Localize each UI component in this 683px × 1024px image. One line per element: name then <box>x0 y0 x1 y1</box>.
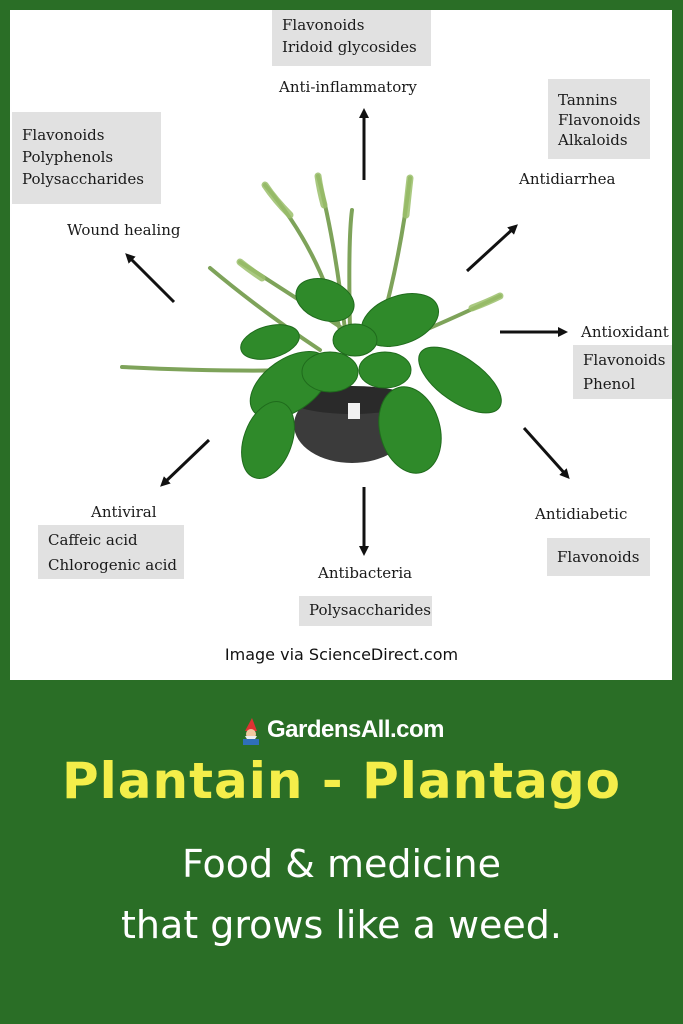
compound: Flavonoids <box>558 111 641 129</box>
compound-box-bottom: Polysaccharides <box>299 596 432 626</box>
effect-label-bottom: Antibacteria <box>318 564 413 582</box>
compound-box-right: Flavonoids Phenol <box>573 345 672 399</box>
arrow-down-right <box>522 426 570 479</box>
arrow-up-right <box>465 224 518 273</box>
compound: Flavonoids <box>22 126 105 144</box>
compound: Polysaccharides <box>22 170 144 188</box>
compound-box-top-right: Tannins Flavonoids Alkaloids <box>548 79 650 159</box>
compound-box-bottom-right: Flavonoids <box>547 538 650 576</box>
effect-label-right: Antioxidant <box>581 323 669 341</box>
compound: Tannins <box>558 91 618 109</box>
compound: Caffeic acid <box>48 531 138 549</box>
effect-label-bottom-right: Antidiabetic <box>535 505 628 523</box>
plantain-plant-image <box>120 172 504 479</box>
compound: Flavonoids <box>282 16 365 34</box>
compound-box-top-left: Flavonoids Polyphenols Polysaccharides <box>12 112 161 204</box>
subtitle-line-1: Food & medicine <box>182 842 501 886</box>
compound: Flavonoids <box>557 548 640 566</box>
effect-label-top-right: Antidiarrhea <box>519 170 616 188</box>
compound: Phenol <box>583 375 636 393</box>
image-credit: Image via ScienceDirect.com <box>224 645 459 664</box>
compound-box-top: Flavonoids Iridoid glycosides <box>272 10 431 66</box>
compound: Alkaloids <box>558 131 628 149</box>
compound: Iridoid glycosides <box>282 38 417 56</box>
effect-label-bottom-left: Antiviral <box>91 503 157 521</box>
compound-box-bottom-left: Caffeic acid Chlorogenic acid <box>38 525 184 579</box>
arrow-up-left <box>125 253 176 304</box>
effect-label-top: Anti-inflammatory <box>279 78 417 96</box>
gnome-icon <box>242 717 259 745</box>
compound: Polysaccharides <box>309 601 431 619</box>
subtitle-line-2: that grows like a weed. <box>121 903 562 947</box>
flower-spikes <box>120 174 502 373</box>
compound: Polyphenols <box>22 148 114 166</box>
page-title: Plantain - Plantago <box>62 752 621 810</box>
brand-logo[interactable]: GardensAll.com <box>0 716 683 745</box>
arrow-down-left <box>160 438 211 487</box>
compound: Flavonoids <box>583 351 666 369</box>
brand-name: GardensAll.com <box>266 716 445 743</box>
spike-flowers <box>236 172 504 312</box>
compound: Chlorogenic acid <box>48 556 178 574</box>
effect-label-top-left: Wound healing <box>67 221 181 239</box>
leaves <box>240 278 502 479</box>
arrows <box>125 108 570 556</box>
